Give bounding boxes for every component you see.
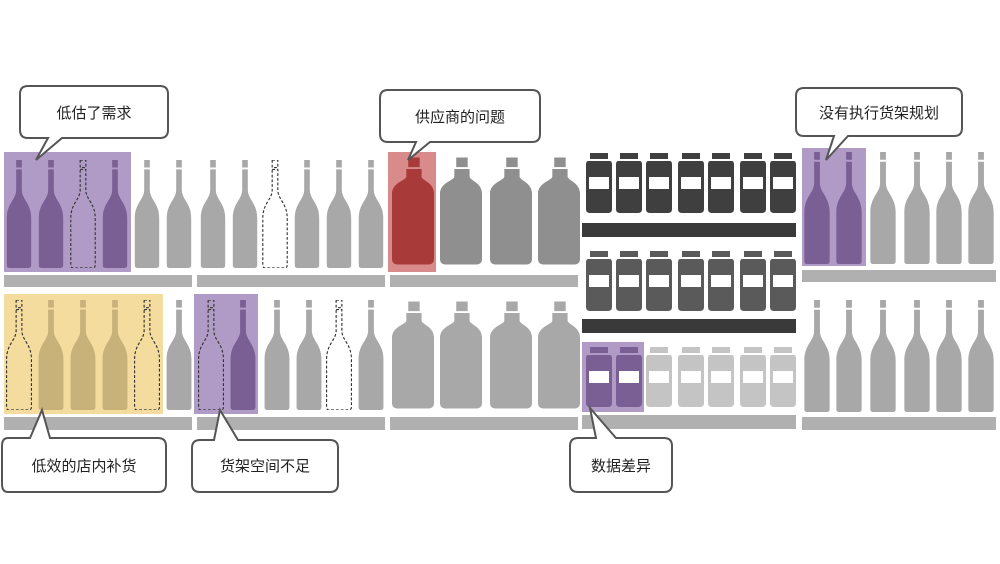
callout-label: 低估了需求 [56,104,131,122]
bottle-icon [296,300,322,410]
jar-icon [678,251,704,311]
jar-icon [646,251,672,311]
bottle-icon [904,152,930,264]
shelf-jar-bottom [582,415,796,429]
jar-icon [646,347,672,407]
jug-icon [490,157,532,265]
callout-label: 供应商的问题 [415,108,505,126]
bottle-icon [166,300,192,410]
bottle-icon [358,300,384,410]
bottle-icon [968,152,994,264]
callout-label: 数据差异 [591,457,651,475]
bottle-icon [294,160,320,268]
speech-bubble-icon [569,404,673,493]
bottle-icon [870,152,896,264]
bottle-icon [134,160,160,268]
bottle-icon [804,300,830,412]
bottle-icon [166,160,192,268]
shelf-left-top-b [197,275,385,287]
speech-bubble-icon [191,407,339,493]
jug-icon [490,301,532,409]
empty-slot-icon [326,300,352,410]
bottle-icon [326,160,352,268]
callout-supplier-issue: 供应商的问题 [379,89,541,161]
jug-icon [538,157,580,265]
jar-icon [740,153,766,213]
callout-data-discrepancy: 数据差异 [569,404,673,493]
speech-bubble-icon [19,85,169,161]
bottle-icon [870,300,896,412]
jar-icon [678,153,704,213]
callout-insufficient-space: 货架空间不足 [191,407,339,493]
jar-icon [740,347,766,407]
jar-icon [740,251,766,311]
jar-icon [770,347,796,407]
bottle-icon [968,300,994,412]
speech-bubble-icon [379,89,541,161]
jug-icon [538,301,580,409]
shelf-right-top [802,270,996,282]
jar-icon [616,153,642,213]
bottle-icon [232,160,258,268]
callout-label: 低效的店内补货 [31,457,136,475]
shelves [4,270,996,430]
jug-icon [440,157,482,265]
bottle-icon [936,300,962,412]
jug-icon [440,301,482,409]
jar-icon [678,347,704,407]
bottle-icon [264,300,290,410]
callout-underestimated-demand: 低估了需求 [19,85,169,161]
callout-inefficient-restocking: 低效的店内补货 [0,407,167,493]
bottle-icon [200,160,226,268]
callout-label: 没有执行货架规划 [819,104,939,122]
jar-icon [586,153,612,213]
jar-icon [586,347,612,407]
bottle-icon [904,300,930,412]
speech-bubble-icon [0,407,167,493]
jar-icon [770,153,796,213]
jar-icon [646,153,672,213]
shelf-left-top-a [4,275,192,287]
shelf-right-bottom [802,417,996,430]
shelf-left-bottom-a [4,417,192,430]
jar-shelves [582,223,796,333]
shelf-mid-top [390,275,578,287]
shelf-mid-bottom [390,417,578,430]
callout-no-planogram: 没有执行货架规划 [795,87,963,161]
jar-icon [616,347,642,407]
jar-icon [770,251,796,311]
jar-icon [708,347,734,407]
jug-icon [392,301,434,409]
jar-icon [708,153,734,213]
bottle-icon [358,160,384,268]
jar-shelf-2 [582,319,796,333]
bottle-icon [836,300,862,412]
speech-bubble-icon [795,87,963,161]
shelf-left-bottom-b [197,417,385,430]
jar-icon [586,251,612,311]
jar-icon [708,251,734,311]
empty-slot-icon [262,160,288,268]
callout-label: 货架空间不足 [220,457,310,475]
jar-shelf-1 [582,223,796,237]
jar-icon [616,251,642,311]
bottle-icon [936,152,962,264]
